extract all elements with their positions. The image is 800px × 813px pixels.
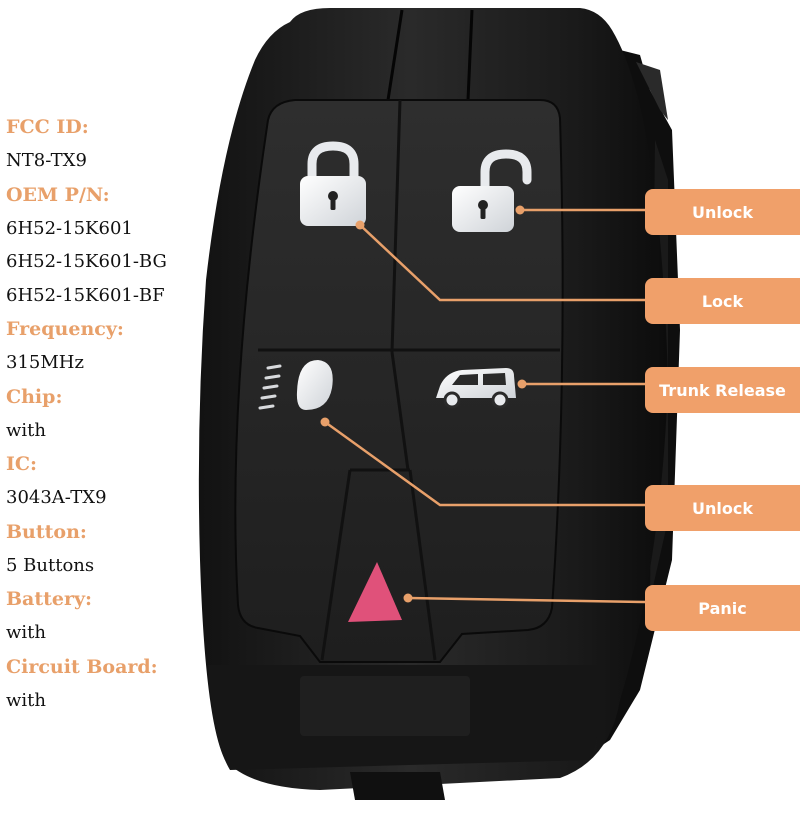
spec-value: with (6, 419, 46, 441)
spec-ic: IC: 3043A-TX9 (6, 447, 236, 515)
spec-value: 5 Buttons (6, 554, 95, 576)
spec-value: 315MHz (6, 352, 84, 373)
spec-value: NT8-TX9 (6, 150, 87, 171)
fob-top-seams (386, 9, 474, 101)
spec-circuit-board: Circuit Board: with (6, 650, 236, 718)
spec-label: Frequency: (6, 318, 124, 340)
spec-label: Chip: (6, 385, 63, 408)
lock-button[interactable] (300, 141, 366, 226)
callout-lock: Lock (645, 278, 800, 324)
fob-bottom (208, 665, 602, 800)
spec-label: OEM P/N: (6, 183, 110, 206)
spec-list: FCC ID: NT8-TX9 OEM P/N: 6H52-15K601 6H5… (6, 110, 236, 717)
fob-face-plate (234, 99, 564, 663)
spec-label: Battery: (6, 588, 93, 610)
spec-value: with (6, 689, 46, 711)
spec-frequency: Frequency: 315MHz (6, 312, 236, 380)
trunk-release-button[interactable] (436, 368, 516, 409)
spec-value: 6H52-15K601 (6, 217, 133, 239)
warning-triangle-icon (348, 562, 402, 622)
spec-battery: Battery: with (6, 582, 236, 650)
spec-oem-pn: OEM P/N: 6H52-15K601 6H52-15K601-BG 6H52… (6, 178, 236, 313)
callout-unlock-bottom: Unlock (645, 485, 800, 531)
lock-icon (307, 141, 359, 183)
spec-label: IC: (6, 453, 38, 475)
button-dividers (258, 99, 560, 661)
spec-label: FCC ID: (6, 116, 89, 138)
callout-dots (320, 205, 527, 603)
callout-trunk-release: Trunk Release (645, 367, 800, 413)
spec-label: Button: (6, 520, 87, 543)
light-button[interactable] (258, 360, 333, 410)
unlock-button[interactable] (452, 149, 532, 232)
spec-value: 6H52-15K601-BF (6, 284, 165, 306)
unlock-icon (480, 149, 532, 193)
callout-panic: Panic (645, 585, 800, 631)
callout-unlock-top: Unlock (645, 189, 800, 235)
spec-value: 6H52-15K601-BG (6, 251, 167, 272)
spec-label: Circuit Board: (6, 655, 158, 678)
spec-value: with (6, 622, 46, 643)
panic-button[interactable] (348, 562, 402, 622)
callout-leader-lines (324, 208, 646, 604)
spec-value: 3043A-TX9 (6, 487, 107, 508)
spec-chip: Chip: with (6, 380, 236, 448)
headlight-icon (258, 364, 282, 410)
spec-button: Button: 5 Buttons (6, 515, 236, 583)
spec-fcc-id: FCC ID: NT8-TX9 (6, 110, 236, 178)
